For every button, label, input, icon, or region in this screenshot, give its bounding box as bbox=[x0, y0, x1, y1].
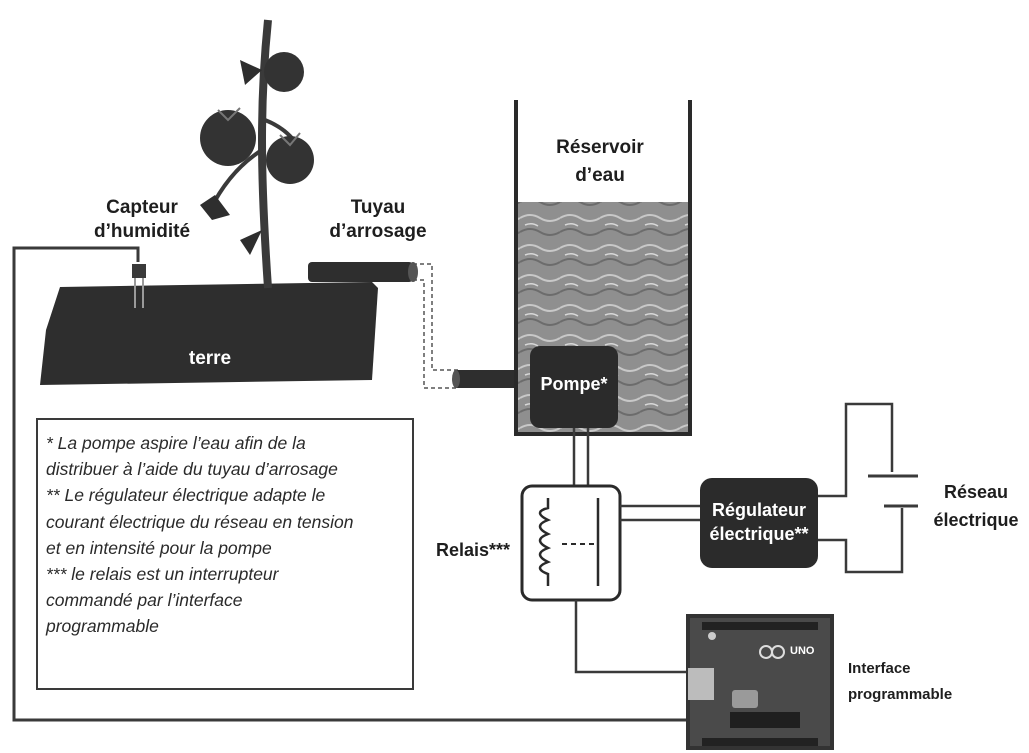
reseau-label-line2: électrique bbox=[933, 510, 1019, 530]
reseau-label-line1: Réseau bbox=[943, 482, 1009, 502]
legend-line: programmable bbox=[46, 616, 159, 637]
regulateur-label: Régulateur électrique** bbox=[700, 498, 818, 546]
tuyau-label-line2: d’arrosage bbox=[329, 221, 427, 242]
arduino-uno-label: UNO bbox=[790, 645, 815, 657]
legend-box bbox=[36, 418, 414, 690]
capteur-label-line2: d’humidité bbox=[93, 221, 191, 242]
soil bbox=[40, 282, 378, 385]
reservoir-label-line2: d’eau bbox=[575, 165, 625, 186]
legend-line: commandé par l’interface bbox=[46, 590, 243, 611]
interface-label-line1: Interface bbox=[848, 660, 911, 677]
reseau-label: Réseau électrique bbox=[922, 478, 1029, 534]
tuyau-label-line1: Tuyau bbox=[350, 197, 406, 218]
tomato-plant-icon bbox=[200, 19, 314, 289]
arduino-board-icon bbox=[686, 614, 834, 750]
pump-box bbox=[530, 346, 618, 428]
legend-line: courant électrique du réseau en tension bbox=[46, 511, 354, 532]
reservoir-label-line1: Réservoir bbox=[556, 137, 644, 158]
capteur-label: Capteur d’humidité bbox=[82, 196, 202, 244]
legend-text: * La pompe aspire l’eau afin de la distr… bbox=[46, 430, 412, 640]
legend-line: * La pompe aspire l’eau afin de la bbox=[46, 433, 306, 453]
interface-label: Interface programmable bbox=[848, 656, 952, 708]
reservoir-label: Réservoir d’eau bbox=[540, 134, 660, 190]
legend-line: *** le relais est un interrupteur bbox=[46, 564, 279, 585]
tuyau-label: Tuyau d’arrosage bbox=[318, 196, 438, 244]
interface-label-line2: programmable bbox=[848, 686, 953, 703]
sensor-wire bbox=[12, 246, 690, 722]
terre-label: terre bbox=[188, 348, 232, 369]
legend-line: distribuer à l’aide du tuyau d’arrosage bbox=[46, 459, 338, 480]
regulateur-label-line2: électrique** bbox=[709, 524, 809, 544]
regulateur-label-line1: Régulateur bbox=[711, 500, 807, 520]
legend-line: et en intensité pour la pompe bbox=[46, 537, 272, 558]
humidity-sensor-icon bbox=[132, 264, 146, 308]
power-grid-symbol bbox=[868, 474, 918, 508]
capteur-label-line1: Capteur bbox=[106, 197, 178, 218]
regulator-box bbox=[700, 478, 818, 568]
pompe-label: Pompe* bbox=[540, 374, 608, 394]
relais-label: Relais*** bbox=[436, 540, 511, 560]
legend-line: ** Le régulateur électrique adapte le bbox=[46, 485, 326, 506]
relay-icon bbox=[520, 484, 622, 602]
